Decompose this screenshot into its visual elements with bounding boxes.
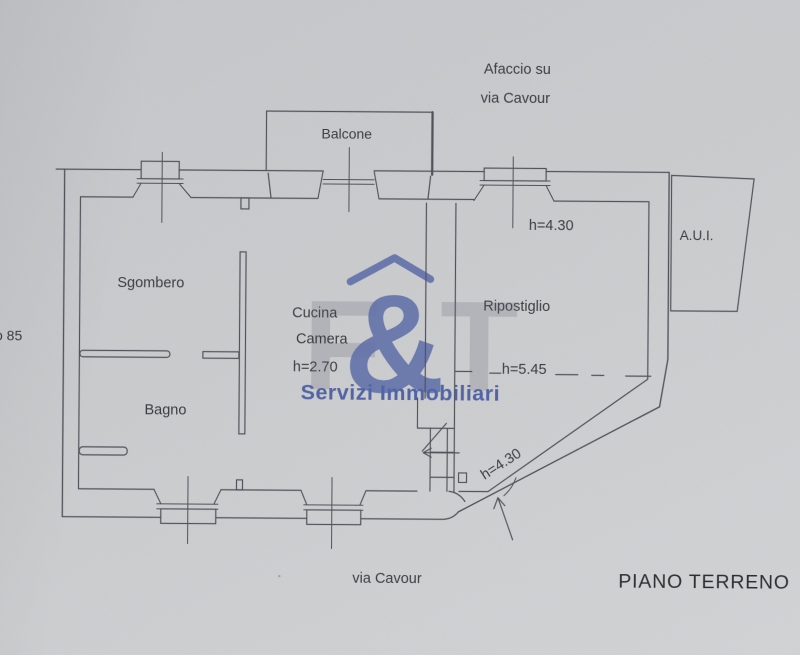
floor-plan-canvas: F T & Servizi Immobiliari xyxy=(0,0,800,655)
scanned-floor-plan-page: F T & Servizi Immobiliari xyxy=(0,0,800,655)
scan-grain-overlay xyxy=(0,0,800,655)
